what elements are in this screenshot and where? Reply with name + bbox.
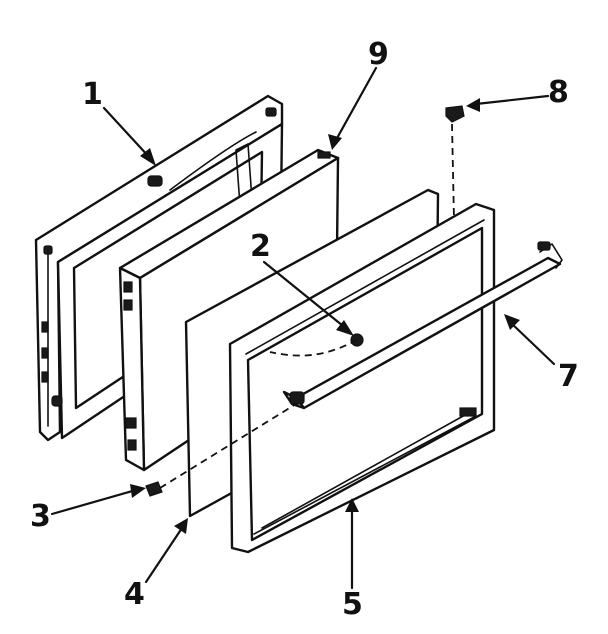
outer-door-frame (228, 202, 496, 554)
callout-1: 1 (82, 77, 103, 112)
callout-9: 9 (368, 37, 389, 72)
top-screw (445, 105, 465, 221)
center-screw (269, 333, 364, 357)
callout-3: 3 (30, 499, 51, 534)
callout-8: 8 (548, 75, 569, 110)
callout-labels: 1 9 8 2 7 3 4 5 (30, 37, 579, 622)
callout-4: 4 (124, 577, 145, 612)
callout-7: 7 (558, 359, 579, 394)
door-handle (282, 241, 563, 410)
callout-2: 2 (250, 229, 271, 264)
callout-5: 5 (342, 587, 363, 622)
lower-screw (145, 403, 297, 497)
leader-lines (50, 66, 556, 590)
